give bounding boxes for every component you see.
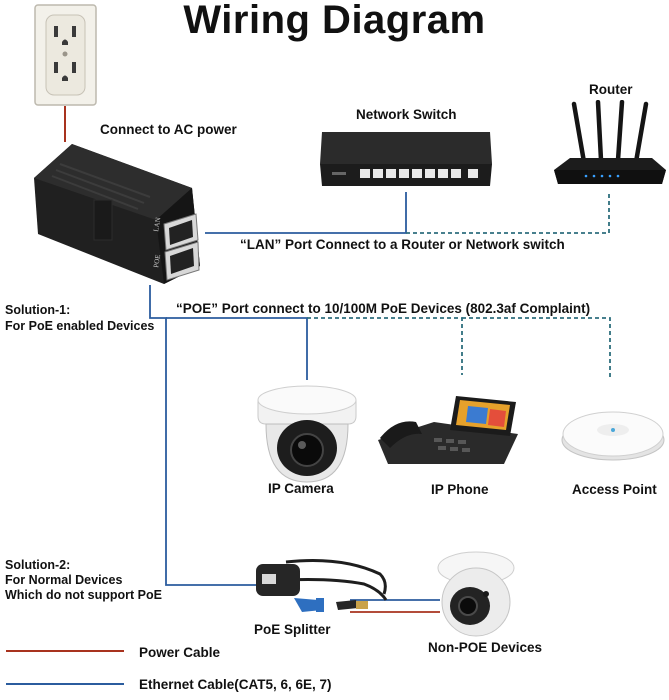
non-poe-camera-icon (437, 551, 515, 637)
ac-power-label: Connect to AC power (100, 122, 237, 137)
injector-poe-port-label: POE (152, 254, 162, 268)
poe-cable-ap (462, 317, 611, 378)
ip-phone-label: IP Phone (431, 482, 489, 497)
non-poe-devices-label: Non-POE Devices (428, 640, 543, 655)
access-point-icon (561, 411, 665, 461)
lan-cable-router (406, 193, 610, 234)
legend-ethernet-label: Ethernet Cable(CAT5, 6, 6E, 7) (139, 677, 332, 692)
solution-2-heading: Solution-2: (5, 558, 71, 572)
injector-lan-port-label: LAN (152, 217, 162, 233)
poe-injector-icon: LAN POE (34, 144, 200, 284)
ip-camera-icon (257, 385, 357, 483)
solution-2-line-1: For Normal Devices (5, 573, 123, 587)
solution-1-line: For PoE enabled Devices (5, 319, 155, 333)
router-icon (554, 100, 666, 184)
poe-cable-trunk (149, 285, 258, 586)
poe-port-label: “POE” Port connect to 10/100M PoE Device… (176, 301, 591, 316)
access-point-label: Access Point (572, 482, 657, 497)
solution-2-block: Solution-2: For Normal Devices Which do … (5, 558, 162, 603)
poe-splitter-label: PoE Splitter (254, 622, 331, 637)
ip-phone-icon (378, 396, 518, 464)
solution-1-block: Solution-1: For PoE enabled Devices (5, 302, 154, 334)
poe-splitter-icon (256, 559, 388, 612)
ip-camera-label: IP Camera (268, 481, 334, 496)
solution-2-line-2: Which do not support PoE (5, 588, 162, 602)
lan-port-label: “LAN” Port Connect to a Router or Networ… (240, 237, 565, 252)
lan-cable-switch (205, 192, 407, 234)
poe-cable-phone (307, 317, 463, 375)
network-switch-icon (320, 132, 492, 186)
ac-outlet-icon (34, 4, 97, 106)
network-switch-label: Network Switch (356, 107, 457, 122)
router-label: Router (589, 82, 633, 97)
legend-power-label: Power Cable (139, 645, 221, 660)
solution-1-heading: Solution-1: (5, 303, 71, 317)
poe-cable-camera (166, 317, 308, 380)
page-title: Wiring Diagram (183, 0, 486, 42)
